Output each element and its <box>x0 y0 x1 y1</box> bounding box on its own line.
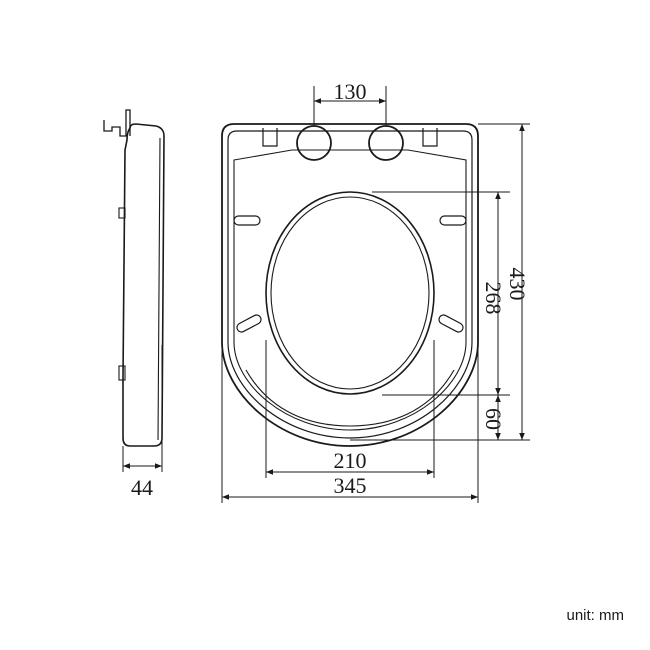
bumper-slot-lower-right <box>438 314 464 333</box>
side-bumper-top <box>118 207 126 219</box>
side-hinge-pin <box>103 109 131 137</box>
seat-opening-outer <box>265 191 435 395</box>
dim-label-thickness: 44 <box>131 475 153 500</box>
bumper-slot-upper-left <box>233 215 261 226</box>
seat-lower-rim <box>245 369 455 427</box>
hinge-slot-right <box>422 128 438 147</box>
seat-opening-inner <box>270 196 430 390</box>
side-view: 44 <box>103 109 165 500</box>
front-view: 130 430 268 60 210 345 <box>221 79 530 503</box>
seat-rim-outline <box>227 130 473 439</box>
dim-label-hinge-spacing: 130 <box>334 79 367 104</box>
bumper-slot-upper-right <box>439 215 467 226</box>
hinge-slot-left <box>262 128 278 147</box>
seat-outer-outline <box>221 123 479 447</box>
seat-inner-surface <box>233 149 467 431</box>
side-seat-profile <box>122 123 165 447</box>
dim-label-opening-width: 210 <box>334 448 367 473</box>
dim-label-total-width: 345 <box>334 473 367 498</box>
dim-label-opening-length: 268 <box>481 282 506 315</box>
bumper-slot-lower-left <box>236 314 262 333</box>
dim-label-total-length: 430 <box>505 268 530 301</box>
side-bumper-bottom <box>118 365 126 381</box>
unit-label: unit: mm <box>566 607 624 624</box>
side-seat-inner-line <box>157 137 161 441</box>
dim-label-rear-offset: 60 <box>481 408 506 430</box>
